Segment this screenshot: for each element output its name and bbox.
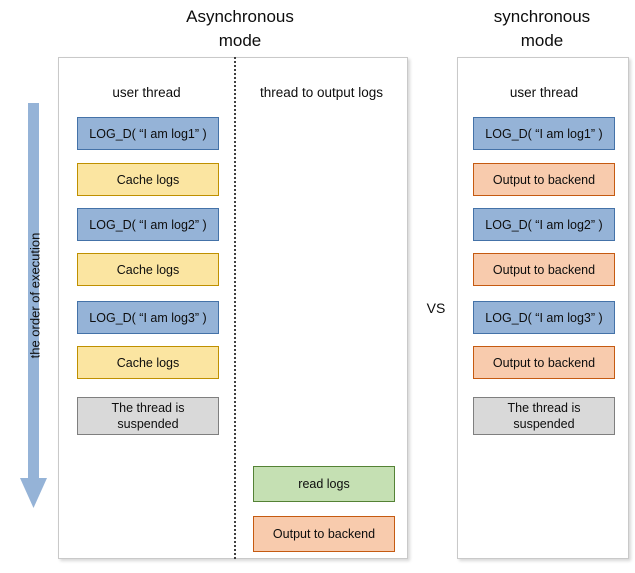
step-box[interactable]: LOG_D( “I am log1” ) bbox=[473, 117, 615, 150]
step-box[interactable]: LOG_D( “I am log1” ) bbox=[77, 117, 219, 150]
step-box[interactable]: LOG_D( “I am log2” ) bbox=[473, 208, 615, 241]
step-box[interactable]: LOG_D( “I am log3” ) bbox=[473, 301, 615, 334]
step-box[interactable]: The thread is suspended bbox=[473, 397, 615, 435]
thread-divider bbox=[234, 57, 236, 559]
order-of-execution-arrow: the order of execution bbox=[12, 103, 60, 513]
step-box[interactable]: Output to backend bbox=[253, 516, 395, 552]
step-box[interactable]: The thread is suspended bbox=[77, 397, 219, 435]
async-mode-title: Asynchronous mode bbox=[186, 7, 294, 50]
async-mode-panel: user thread thread to output logs LOG_D(… bbox=[58, 57, 408, 559]
vs-label: VS bbox=[426, 300, 446, 316]
step-box[interactable]: Output to backend bbox=[473, 346, 615, 379]
column-header-output-thread: thread to output logs bbox=[259, 85, 384, 100]
column-header-user-thread-async: user thread bbox=[112, 85, 181, 100]
step-box[interactable]: Output to backend bbox=[473, 253, 615, 286]
step-box[interactable]: Cache logs bbox=[77, 253, 219, 286]
step-box[interactable]: Output to backend bbox=[473, 163, 615, 196]
step-box[interactable]: Cache logs bbox=[77, 163, 219, 196]
step-box[interactable]: Cache logs bbox=[77, 346, 219, 379]
down-arrow-icon bbox=[20, 103, 47, 508]
step-box[interactable]: read logs bbox=[253, 466, 395, 502]
step-box[interactable]: LOG_D( “I am log2” ) bbox=[77, 208, 219, 241]
sync-mode-panel: user thread LOG_D( “I am log1” ) Output … bbox=[457, 57, 629, 559]
step-box[interactable]: LOG_D( “I am log3” ) bbox=[77, 301, 219, 334]
order-of-execution-label: the order of execution bbox=[27, 232, 43, 359]
sync-mode-title: synchronous mode bbox=[493, 7, 591, 50]
column-header-user-thread-sync: user thread bbox=[509, 85, 579, 100]
